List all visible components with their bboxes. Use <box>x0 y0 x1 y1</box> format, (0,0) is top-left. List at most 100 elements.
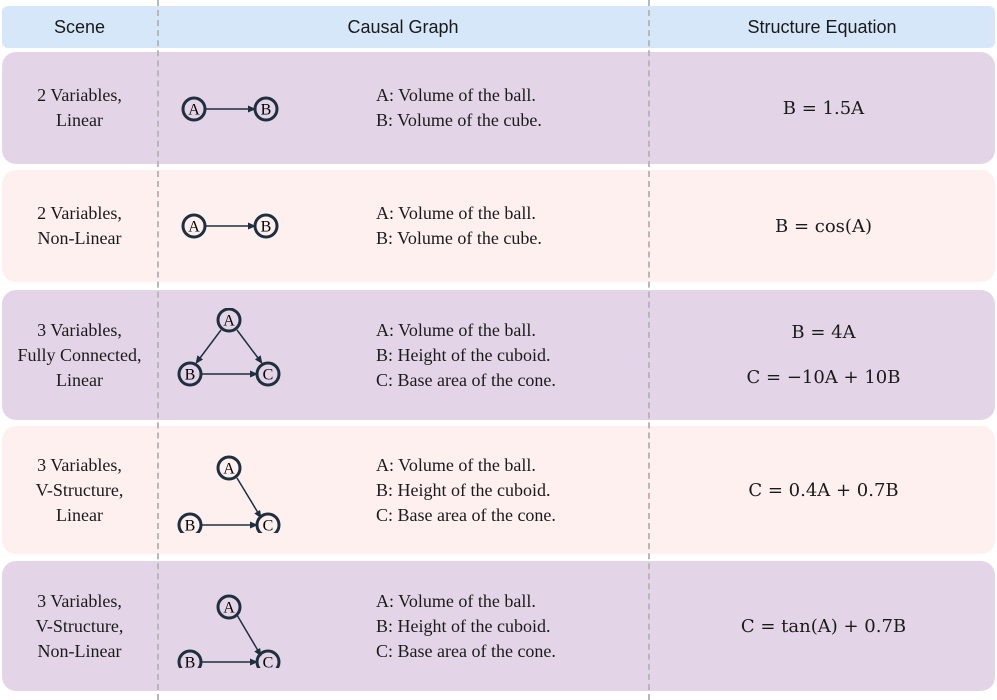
scene-cell: 3 Variables, Fully Connected, Linear <box>2 290 157 420</box>
table-row: 3 Variables, V-Structure, Linear A B C A… <box>2 426 995 554</box>
scene-line: Non-Linear <box>37 640 122 661</box>
edge-a-c <box>236 614 261 655</box>
node-a <box>181 96 207 122</box>
equation-cell: B = cos(A) <box>652 170 995 282</box>
scene-line: V-Structure, <box>35 479 124 500</box>
scene-line: Linear <box>56 110 103 130</box>
scene-line: Non-Linear <box>37 228 122 248</box>
variable-descriptions: A: Volume of the ball. B: Height of the … <box>376 426 636 554</box>
description-line: A: Volume of the ball. <box>376 203 536 223</box>
arrowhead <box>195 355 203 364</box>
edge-a-c <box>236 477 261 517</box>
table-row: 2 Variables, Non-Linear A B A: Volume of… <box>2 170 995 282</box>
variable-descriptions: A: Volume of the ball. B: Volume of the … <box>376 170 636 282</box>
node-label: B <box>185 367 196 384</box>
node-label: C <box>263 655 274 669</box>
node-label: B <box>185 655 196 669</box>
description-line: B: Height of the cuboid. <box>376 479 551 500</box>
equation-cell: B = 1.5A <box>652 52 995 164</box>
node-label: A <box>188 102 200 119</box>
column-divider <box>648 0 650 700</box>
arrowhead <box>248 222 256 230</box>
header-scene: Scene <box>53 17 106 37</box>
structure-equation: B = 4A <box>791 322 856 343</box>
arrowhead <box>248 105 256 113</box>
causal-graph-diagram: A B <box>181 96 279 122</box>
node-label: A <box>223 461 235 478</box>
scene-cell: 3 Variables, V-Structure, Non-Linear <box>2 561 157 691</box>
structure-equation: C = tan(A) + 0.7B <box>740 615 907 637</box>
description-line: C: Base area of the cone. <box>376 640 556 661</box>
arrowhead <box>250 521 258 529</box>
description-line: C: Base area of the cone. <box>376 369 556 390</box>
equation-cell: B = 4A C = −10A + 10B <box>652 290 995 420</box>
node-b <box>253 96 279 122</box>
node-c <box>255 361 281 387</box>
causal-graph-diagram: A B <box>181 213 279 239</box>
edge-a-b <box>196 329 222 363</box>
variable-descriptions: A: Volume of the ball. B: Height of the … <box>376 290 636 420</box>
structure-equation: C = 0.4A + 0.7B <box>748 479 899 501</box>
description-line: A: Volume of the ball. <box>376 590 536 611</box>
node-c <box>255 649 281 668</box>
description-line: A: Volume of the ball. <box>376 454 536 475</box>
arrowhead <box>250 370 258 378</box>
node-c <box>255 512 281 533</box>
node-a <box>216 308 242 333</box>
scene-line: 3 Variables, <box>37 454 122 475</box>
equation-cell: C = tan(A) + 0.7B <box>652 561 995 691</box>
node-a <box>216 455 242 481</box>
node-a <box>181 213 207 239</box>
causal-graph-diagram: A B C <box>177 455 281 534</box>
variable-descriptions: A: Volume of the ball. B: Height of the … <box>376 561 636 691</box>
scene-line: Fully Connected, <box>17 344 142 365</box>
node-label: B <box>261 219 272 236</box>
header-structure-equation: Structure Equation <box>747 17 897 37</box>
table-row: 3 Variables, Fully Connected, Linear A B… <box>2 290 995 420</box>
table-header: Scene Causal Graph Structure Equation <box>2 6 995 48</box>
scene-line: 2 Variables, <box>37 203 122 223</box>
node-b <box>253 213 279 239</box>
node-a <box>216 594 242 620</box>
node-label: A <box>223 600 235 617</box>
structure-equation: C = −10A + 10B <box>746 367 901 388</box>
table-row: 3 Variables, V-Structure, Non-Linear A B… <box>2 561 995 691</box>
node-label: A <box>188 219 200 236</box>
node-label: B <box>185 518 196 534</box>
scene-line: Linear <box>56 504 103 525</box>
description-line: B: Height of the cuboid. <box>376 615 551 636</box>
table-row: 2 Variables, Linear A B A: Volume of the… <box>2 52 995 164</box>
node-label: C <box>263 367 274 384</box>
column-divider <box>157 0 159 700</box>
scene-cell: 3 Variables, V-Structure, Linear <box>2 426 157 554</box>
scene-line: 2 Variables, <box>37 85 122 105</box>
node-label: A <box>223 313 235 330</box>
scene-line: 3 Variables, <box>37 319 122 340</box>
node-b <box>177 512 203 533</box>
description-line: B: Height of the cuboid. <box>376 344 551 365</box>
causal-graph-diagram: A B C <box>177 594 281 669</box>
scene-line: Linear <box>56 369 103 390</box>
node-b <box>177 361 203 387</box>
variable-descriptions: A: Volume of the ball. B: Volume of the … <box>376 52 636 164</box>
scene-line: V-Structure, <box>35 615 124 636</box>
description-line: B: Volume of the cube. <box>376 228 542 248</box>
causal-graph-diagram: A B C <box>177 308 281 387</box>
description-line: B: Volume of the cube. <box>376 110 542 130</box>
equation-cell: C = 0.4A + 0.7B <box>652 426 995 554</box>
structure-equation: B = cos(A) <box>775 215 872 237</box>
header-causal-graph: Causal Graph <box>347 17 459 37</box>
node-label: C <box>263 518 274 534</box>
scene-line: 3 Variables, <box>37 590 122 611</box>
node-b <box>177 649 203 668</box>
description-line: A: Volume of the ball. <box>376 319 536 340</box>
scene-cell: 2 Variables, Linear <box>2 52 157 164</box>
scene-cell: 2 Variables, Non-Linear <box>2 170 157 282</box>
description-line: A: Volume of the ball. <box>376 85 536 105</box>
arrowhead <box>250 658 258 666</box>
structure-equation: B = 1.5A <box>782 97 865 119</box>
edge-a-c <box>236 329 262 363</box>
node-label: B <box>261 102 272 119</box>
arrowhead <box>255 355 263 364</box>
description-line: C: Base area of the cone. <box>376 504 556 525</box>
